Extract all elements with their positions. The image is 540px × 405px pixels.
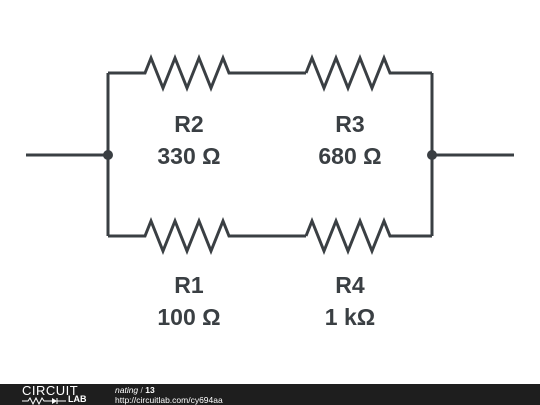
footer-info: nating / 13 http://circuitlab.com/cy694a… xyxy=(115,384,223,405)
resistor-r4-symbol xyxy=(304,216,432,256)
logo-resistor-diode-icon xyxy=(22,397,66,405)
circuit-title: nating xyxy=(115,384,139,395)
r4-value-label: 1 kΩ xyxy=(325,304,375,330)
r1-value-label: 100 Ω xyxy=(157,304,220,330)
right-junction-node xyxy=(427,150,437,160)
r4-name-label: R4 xyxy=(335,272,365,298)
title-separator: / xyxy=(140,384,143,395)
resistor-r1-symbol xyxy=(108,216,306,256)
footer-bar: CIRCUIT LAB nating / 13 http://circuitla… xyxy=(0,384,540,405)
circuit-url-link[interactable]: http://circuitlab.com/cy694aa xyxy=(115,394,223,405)
resistor-r3-symbol xyxy=(304,53,432,93)
resistor-r2-symbol xyxy=(108,53,306,93)
r2-name-label: R2 xyxy=(174,111,203,137)
circuit-number: 13 xyxy=(145,384,155,395)
r2-value-label: 330 Ω xyxy=(157,143,220,169)
circuit-schematic: R2 330 Ω R3 680 Ω R1 100 Ω R4 1 kΩ xyxy=(26,53,514,330)
logo-lab-text: LAB xyxy=(68,394,87,404)
r3-name-label: R3 xyxy=(335,111,364,137)
r1-name-label: R1 xyxy=(174,272,204,298)
footer-title-line: nating / 13 xyxy=(115,385,223,395)
r3-value-label: 680 Ω xyxy=(318,143,381,169)
circuitlab-logo[interactable]: CIRCUIT LAB xyxy=(0,384,110,405)
logo-circuit-text: CIRCUIT xyxy=(22,383,79,398)
left-junction-node xyxy=(103,150,113,160)
